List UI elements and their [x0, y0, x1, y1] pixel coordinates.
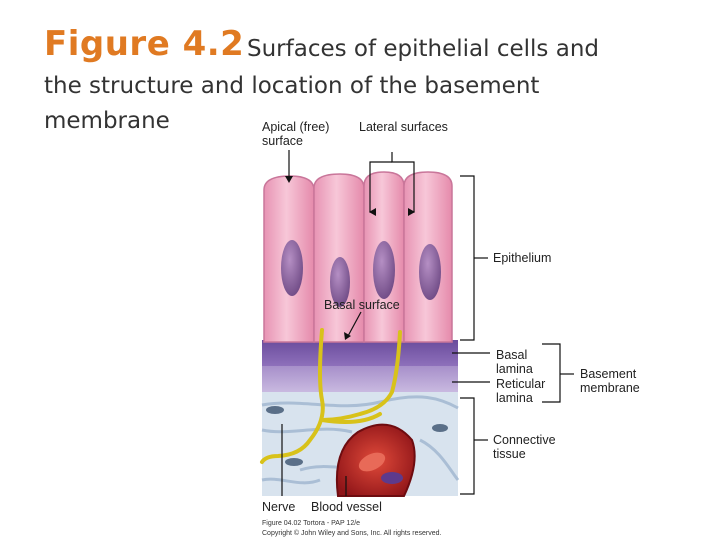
- arrowheads: [285, 176, 415, 340]
- fibroblast: [432, 424, 448, 432]
- label-apical-1: Apical (free): [262, 120, 329, 134]
- nerve-fiber: [260, 328, 402, 464]
- nucleus: [281, 240, 303, 296]
- reticular-lamina: [262, 364, 458, 392]
- label-reticular-lamina-1: Reticular: [496, 377, 545, 391]
- figure-credit-2: Copyright © John Wiley and Sons, Inc. Al…: [262, 529, 442, 537]
- basal-lamina: [262, 340, 458, 366]
- label-connective-tissue-1: Connective: [493, 433, 556, 447]
- label-epithelium: Epithelium: [493, 251, 551, 265]
- label-apical-2: surface: [262, 134, 303, 148]
- label-basal-surface: Basal surface: [324, 298, 400, 312]
- blood-vessel: [335, 423, 416, 497]
- title-line-1: Surfaces of epithelial cells and: [247, 36, 599, 62]
- label-nerve: Nerve: [262, 500, 295, 514]
- label-basement-membrane-1: Basement: [580, 367, 637, 381]
- label-lateral-surfaces: Lateral surfaces: [359, 120, 448, 134]
- title-line-3: membrane: [44, 108, 170, 134]
- nucleus: [330, 257, 350, 307]
- fibroblast: [266, 406, 284, 414]
- figure-number: Figure 4.2: [44, 24, 245, 64]
- fibroblast: [285, 458, 303, 466]
- label-blood-vessel: Blood vessel: [311, 500, 382, 514]
- label-reticular-lamina-2: lamina: [496, 391, 533, 405]
- nucleus: [419, 244, 441, 300]
- label-connective-tissue-2: tissue: [493, 447, 526, 461]
- epithelial-cells: [263, 171, 453, 343]
- figure-credit-1: Figure 04.02 Tortora - PAP 12/e: [262, 520, 360, 527]
- title-line-2: the structure and location of the baseme…: [44, 73, 540, 99]
- nucleus: [373, 241, 395, 299]
- label-basal-lamina-2: lamina: [496, 362, 533, 376]
- label-basement-membrane-2: membrane: [580, 381, 640, 395]
- label-basal-lamina-1: Basal: [496, 348, 527, 362]
